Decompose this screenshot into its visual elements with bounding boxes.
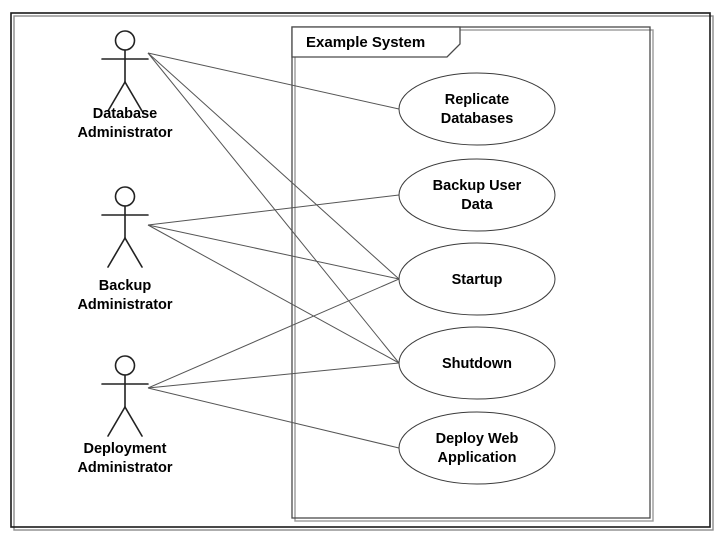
association-backup-administrator-to-shutdown[interactable] xyxy=(147,224,400,364)
system-box-shadow xyxy=(294,29,654,522)
association-deployment-administrator-to-startup[interactable] xyxy=(147,278,400,389)
system-boundary: Example System xyxy=(291,26,654,522)
use-case-label-line2: Databases xyxy=(441,111,514,127)
actor-left-leg-icon xyxy=(107,237,126,268)
system-label-tab xyxy=(291,26,461,58)
use-case-label-line2: Data xyxy=(461,197,493,213)
actor-right-leg-icon xyxy=(124,81,143,112)
use-case-shutdown[interactable]: Shutdown xyxy=(398,326,556,400)
actor-label-line2: Administrator xyxy=(77,460,172,476)
association-database-administrator-to-shutdown[interactable] xyxy=(147,52,400,364)
actor-right-leg-icon xyxy=(124,406,143,437)
actor-label-line1: Backup xyxy=(99,278,152,294)
use-case-label-line1: Backup User xyxy=(433,178,522,194)
association-database-administrator-to-replicate-databases[interactable] xyxy=(147,52,400,110)
use-case-label-line1: Shutdown xyxy=(442,356,512,372)
association-deployment-administrator-to-deploy-web-application[interactable] xyxy=(147,387,400,449)
use-case-label-line1: Replicate xyxy=(445,92,509,108)
actor-label-line1: Database xyxy=(93,106,157,122)
actor-nodes: DatabaseAdministratorBackupAdministrator… xyxy=(77,30,173,476)
actor-label-line1: Deployment xyxy=(84,441,167,457)
use-case-label-line2: Application xyxy=(438,450,517,466)
association-backup-administrator-to-startup[interactable] xyxy=(147,224,400,280)
actor-label-line2: Administrator xyxy=(77,297,172,313)
frame-shadow xyxy=(13,15,714,531)
use-case-label-line1: Startup xyxy=(452,272,503,288)
use-case-ellipse xyxy=(398,326,556,400)
actor-label-line2: Administrator xyxy=(77,125,172,141)
use-case-label-line1: Deploy Web xyxy=(436,431,519,447)
association-backup-administrator-to-backup-user-data[interactable] xyxy=(147,194,400,226)
use-case-ellipse xyxy=(398,411,556,485)
association-database-administrator-to-startup[interactable] xyxy=(147,52,400,280)
actor-head-icon xyxy=(114,355,136,376)
actor-left-leg-icon xyxy=(107,406,126,437)
actor-right-leg-icon xyxy=(124,237,143,268)
diagram-frame xyxy=(10,12,714,531)
association-deployment-administrator-to-shutdown[interactable] xyxy=(147,362,400,389)
system-boundary-box[interactable] xyxy=(291,26,651,519)
actor-head-icon xyxy=(114,30,136,51)
use-case-startup[interactable]: Startup xyxy=(398,242,556,316)
association-lines xyxy=(147,52,400,449)
use-case-ellipse xyxy=(398,72,556,146)
actor-left-leg-icon xyxy=(107,81,126,112)
system-label: Example System xyxy=(306,34,425,51)
diagram-border xyxy=(10,12,711,528)
use-case-ellipse xyxy=(398,158,556,232)
use-case-ellipse xyxy=(398,242,556,316)
actor-head-icon xyxy=(114,186,136,207)
